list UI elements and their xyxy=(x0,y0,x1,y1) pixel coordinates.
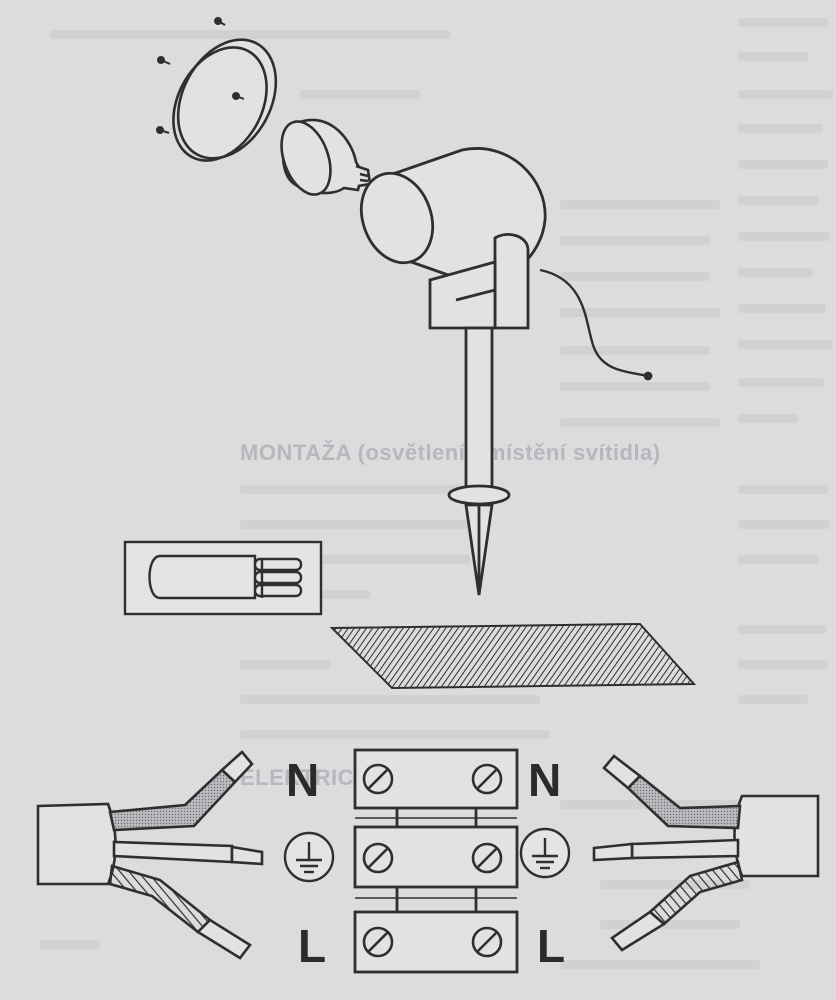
cable-icon xyxy=(123,540,323,616)
spotlight-icon xyxy=(359,147,653,596)
ground-icon xyxy=(283,831,335,883)
ghost-heading-top: MONTAŽA (osvětlení umístění svítidla) xyxy=(240,440,661,465)
screw-icon xyxy=(156,17,245,134)
ground-icon xyxy=(519,827,571,879)
front-cover xyxy=(172,38,278,162)
live-label-left: L xyxy=(298,920,326,972)
neutral-label-left: N xyxy=(286,754,319,806)
screw-icon xyxy=(362,763,503,958)
live-label-right: L xyxy=(537,920,565,972)
neutral-label-right: N xyxy=(528,754,561,806)
lamp-bulb-icon xyxy=(280,118,372,196)
ground-surface xyxy=(329,622,697,690)
right-cable xyxy=(592,754,820,952)
left-cable xyxy=(36,750,264,960)
